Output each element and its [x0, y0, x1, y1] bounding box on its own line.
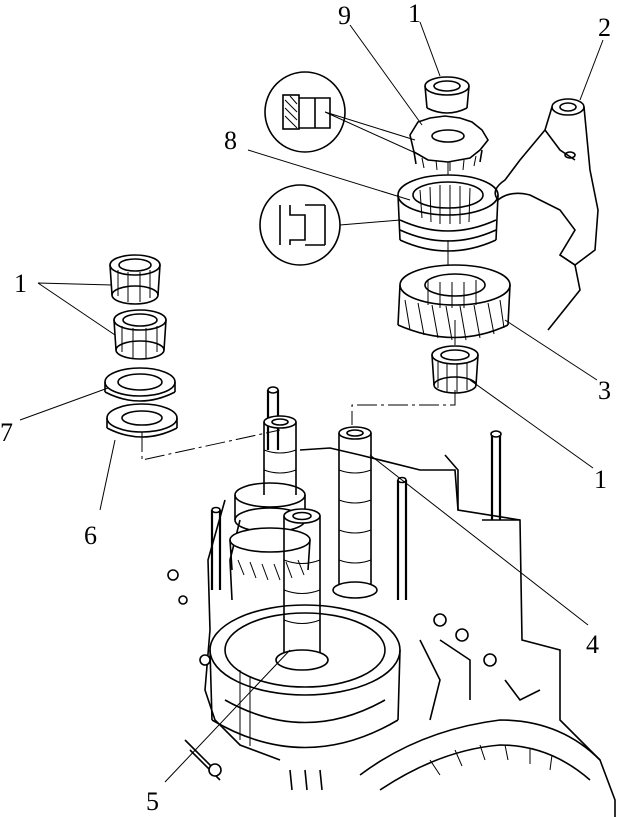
gear-3 [397, 264, 511, 341]
label-3: 3 [598, 376, 611, 405]
shift-fork [494, 98, 599, 331]
bearing-top [424, 76, 470, 114]
synchronizer-8 [397, 174, 499, 252]
shaft-left [263, 415, 297, 495]
thrust-ring-7 [104, 367, 176, 402]
label-8: 8 [224, 126, 237, 155]
detail-circle-lower [259, 184, 341, 266]
shaft-front [275, 508, 329, 671]
label-1-right: 1 [594, 465, 607, 494]
label-4: 4 [586, 630, 599, 659]
ring-gear-9 [409, 115, 489, 171]
roller-bearing-left-upper [109, 254, 161, 305]
label-7: 7 [0, 418, 13, 447]
label-5: 5 [146, 787, 159, 816]
label-9: 9 [338, 1, 351, 30]
roller-bearing-left-lower [113, 309, 167, 360]
label-1-top: 1 [408, 0, 421, 28]
leader-lines [19, 21, 604, 783]
shaft-right [332, 426, 378, 599]
roller-bearing-right [431, 345, 479, 394]
transmission-housing [167, 386, 616, 817]
detail-circle-upper [264, 71, 346, 153]
label-6: 6 [84, 521, 97, 550]
label-2: 2 [598, 13, 611, 42]
label-1-left: 1 [14, 269, 27, 298]
